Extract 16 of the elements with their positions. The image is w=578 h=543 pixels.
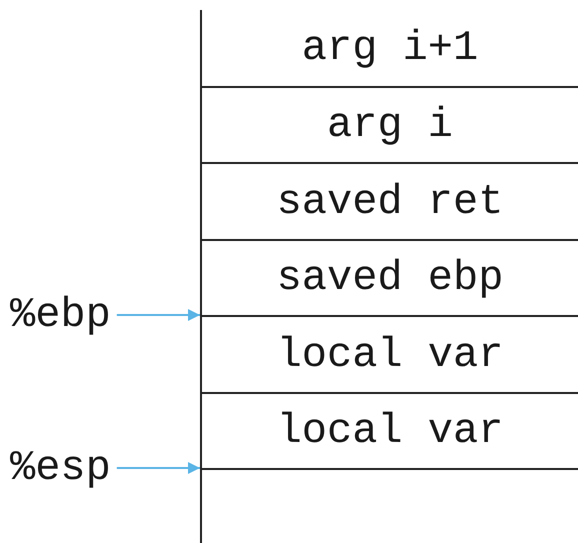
slot-label: local var [276,407,504,455]
stack-slot [200,239,578,315]
slot-label: local var [276,330,504,378]
stack-slot [200,315,578,392]
stack-slot [200,162,578,239]
stack-slot-empty [200,468,578,543]
slot-label: saved ret [276,178,504,226]
arrow [116,462,200,474]
stack-slot [200,392,578,468]
slot-label: arg i [326,101,454,149]
slot-label: saved ebp [276,254,504,302]
stack-slot [200,86,578,162]
register-label: %ebp [10,291,111,339]
arrow [116,309,200,321]
slot-label: arg i+1 [302,24,478,72]
register-label: %esp [10,444,111,492]
